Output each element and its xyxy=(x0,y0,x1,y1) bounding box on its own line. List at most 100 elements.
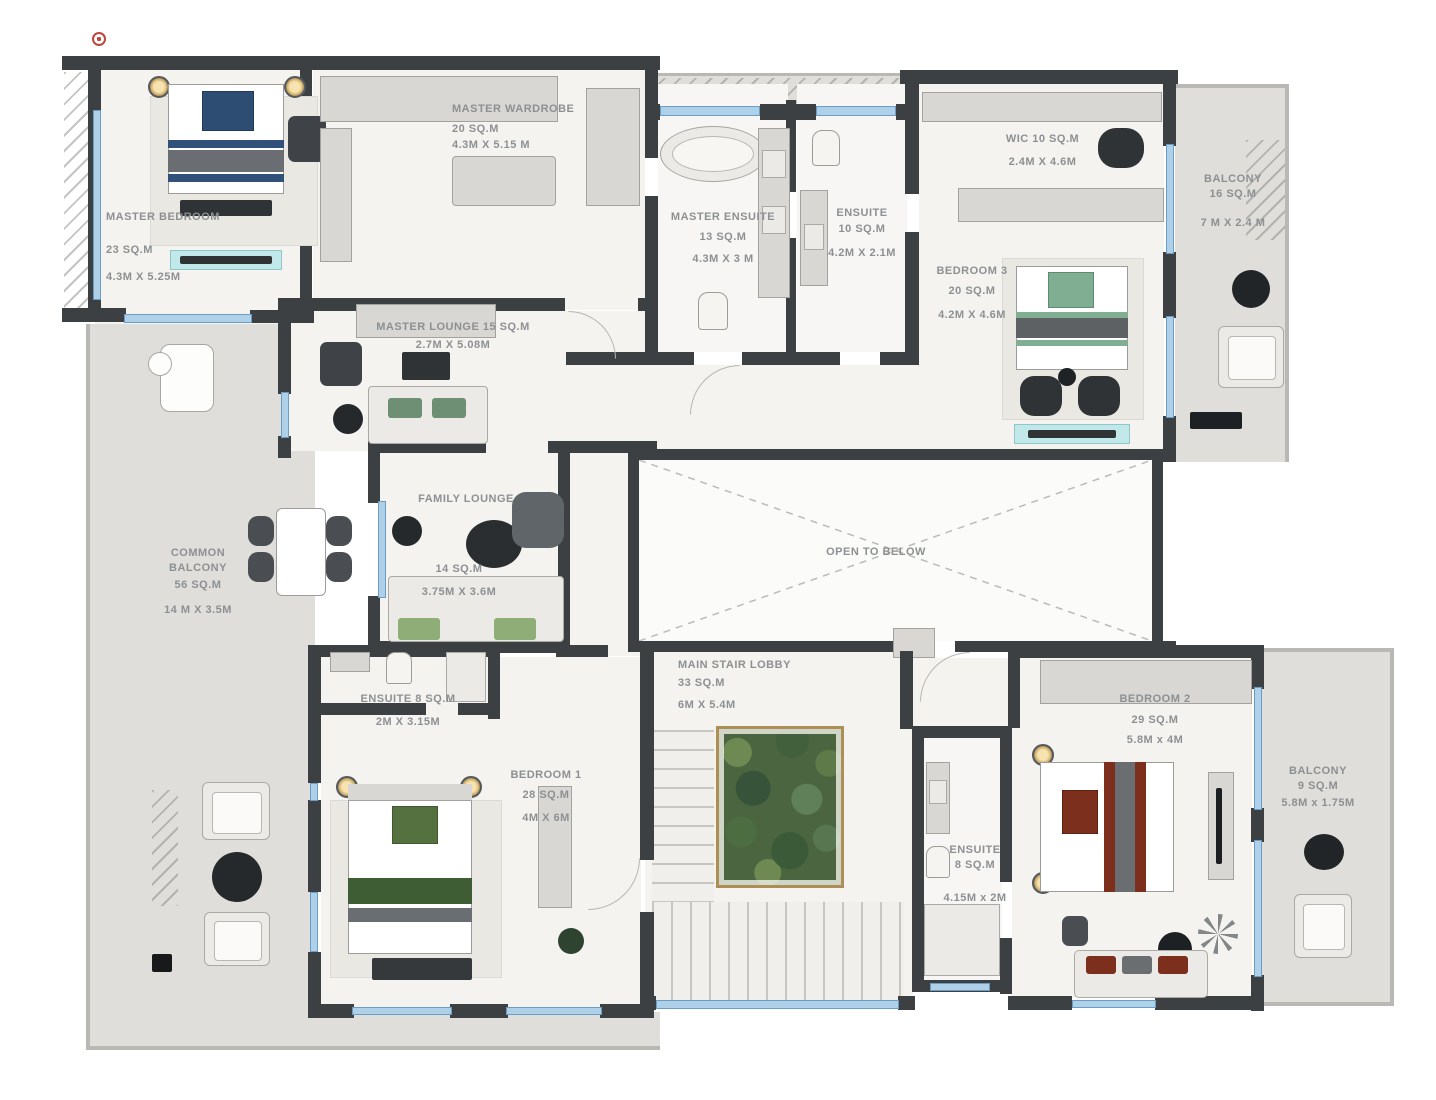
bed-stripe xyxy=(168,174,284,182)
wall xyxy=(556,645,608,657)
wall xyxy=(1152,449,1163,652)
open-to-below-label: OPEN TO BELOW xyxy=(826,546,926,558)
wall xyxy=(905,232,919,356)
lounge-chair-cushion xyxy=(212,792,262,834)
stool xyxy=(1062,916,1088,946)
bedroom-3-label: BEDROOM 3 20 SQ.M 4.2M X 4.6M xyxy=(936,265,1008,321)
wall xyxy=(880,352,919,365)
bed-stripe xyxy=(1016,318,1128,338)
cushion xyxy=(432,398,466,418)
wic-label: WIC 10 SQ.M 2.4M X 4.6M xyxy=(1005,133,1080,168)
lounge-chair-cushion xyxy=(1303,904,1345,950)
sink xyxy=(804,224,824,250)
wall xyxy=(300,238,312,314)
wall xyxy=(896,104,908,120)
tv-icon xyxy=(402,352,450,380)
wall xyxy=(368,596,380,653)
dining-chair xyxy=(326,516,352,546)
stool xyxy=(1098,128,1144,168)
wall xyxy=(488,645,500,719)
tv-icon xyxy=(1028,430,1116,438)
bed-stripe xyxy=(1016,312,1128,318)
tv-icon xyxy=(180,256,272,264)
wall xyxy=(62,56,660,70)
closet xyxy=(320,128,352,262)
wall xyxy=(368,453,380,503)
bedroom-1-label: BEDROOM 1 28 SQ.M 4M X 6M xyxy=(510,769,582,824)
balcony-bottom-label: BALCONY 9 SQ.M 5.8M x 1.75M xyxy=(1281,765,1355,809)
ceiling-fan-icon xyxy=(1198,914,1238,954)
window xyxy=(93,110,101,300)
cushion xyxy=(388,398,422,418)
ensuite-master-wing-label: ENSUITE 10 SQ.M 4.2M X 2.1M xyxy=(828,207,896,259)
wall xyxy=(912,726,1012,738)
planter-box xyxy=(152,954,172,972)
planter-box xyxy=(1190,412,1242,429)
common-balcony-floor xyxy=(88,324,315,1050)
wall xyxy=(638,298,658,311)
window xyxy=(656,1000,899,1009)
wall xyxy=(308,800,321,892)
bed-stripe xyxy=(348,878,472,904)
wall xyxy=(898,996,915,1010)
armchair xyxy=(288,116,326,162)
wall xyxy=(640,996,656,1010)
dining-chair xyxy=(248,552,274,582)
family-lounge-dims-label: 14 SQ.M 3.75M X 3.6M xyxy=(421,563,497,598)
tv-console xyxy=(372,958,472,980)
family-lounge-name-label: FAMILY LOUNGE xyxy=(418,493,514,505)
bed-stripe xyxy=(1135,762,1146,892)
wall xyxy=(640,651,654,860)
main-stair-lobby-label: MAIN STAIR LOBBY 33 SQ.M 6M X 5.4M xyxy=(678,659,791,711)
plan-marker-icon xyxy=(92,32,106,46)
wall xyxy=(1008,658,1020,728)
bed-pillow xyxy=(1062,790,1098,834)
planter xyxy=(716,726,844,888)
master-bedroom-label: MASTER BEDROOM 23 SQ.M 4.3M X 5.25M xyxy=(106,211,220,283)
wall xyxy=(1251,808,1264,842)
wall xyxy=(628,449,639,652)
master-wardrobe-label: MASTER WARDROBE 20 SQ.M 4.3M X 5.15 M xyxy=(452,103,575,151)
railing xyxy=(1262,1002,1394,1006)
toilet xyxy=(698,292,728,330)
balcony-top-floor xyxy=(1175,84,1288,462)
bed-stripe xyxy=(348,908,472,922)
armchair xyxy=(1020,376,1062,416)
lounge-chair-cushion xyxy=(214,921,262,961)
closet xyxy=(1040,660,1252,704)
bed-pillow xyxy=(1048,272,1094,308)
wall xyxy=(278,436,291,458)
tv-icon xyxy=(1216,788,1222,864)
bedroom-2-label: BEDROOM 2 29 SQ.M 5.8M x 4M xyxy=(1119,693,1191,746)
wall xyxy=(368,441,486,453)
dining-table xyxy=(276,508,326,596)
wall xyxy=(786,100,796,192)
window xyxy=(352,1007,452,1015)
wall xyxy=(278,298,291,394)
ensuite-bedroom-1-label: ENSUITE 8 SQ.M 2M X 3.15M xyxy=(360,693,456,728)
window xyxy=(1254,840,1262,977)
wall xyxy=(742,352,840,365)
vanity xyxy=(330,652,370,672)
wall xyxy=(905,70,919,194)
wall xyxy=(786,238,796,352)
edge-hatch xyxy=(64,72,88,320)
wall xyxy=(458,703,500,715)
media-cabinet xyxy=(356,304,496,338)
sink xyxy=(762,150,786,178)
common-balcony-floor xyxy=(315,1012,660,1050)
railing xyxy=(648,73,906,76)
toilet xyxy=(926,846,950,878)
stairs xyxy=(652,902,904,1000)
sink xyxy=(762,206,786,234)
bed-pillow xyxy=(202,91,254,131)
wall xyxy=(1008,645,1264,658)
railing xyxy=(1390,648,1394,1006)
cushion xyxy=(398,618,440,640)
wall xyxy=(1251,645,1264,689)
wall xyxy=(645,196,658,356)
side-table xyxy=(148,352,172,376)
ensuite-bedroom-2-label: ENSUITE 8 SQ.M 4.15M x 2M xyxy=(943,844,1007,904)
wall-lamp-icon xyxy=(284,76,306,98)
wall xyxy=(900,70,1178,84)
